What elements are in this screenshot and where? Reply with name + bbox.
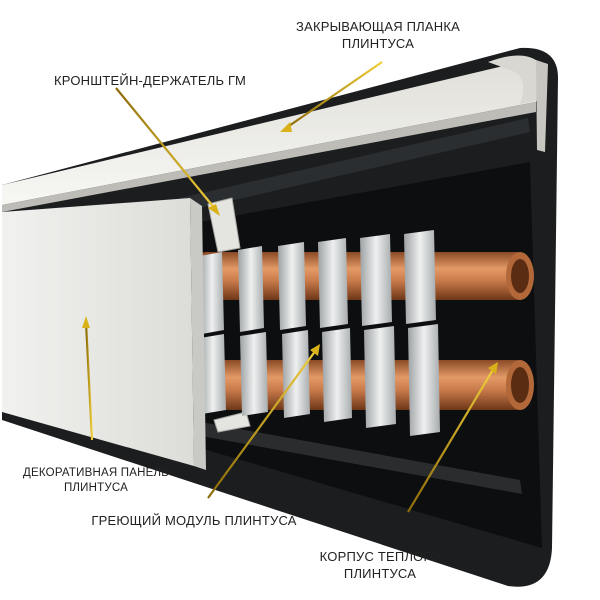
arrow-housing — [407, 367, 495, 513]
label-decor-panel-line2: ПЛИНТУСА — [63, 482, 129, 494]
label-housing-line1: КОРПУС ТЕПЛОГО — [319, 549, 441, 564]
fin-2-upper — [238, 246, 264, 332]
fin-6-lower — [408, 324, 440, 436]
label-decor-panel-line1: ДЕКОРАТИВНАЯ ПАНЕЛЬ — [23, 467, 169, 479]
label-housing: КОРПУС ТЕПЛОГО ПЛИНТУСА — [300, 548, 460, 582]
arrow-bracket-head — [208, 204, 220, 216]
fin-1-lower — [200, 334, 226, 414]
label-decor-panel: ДЕКОРАТИВНАЯ ПАНЕЛЬ ПЛИНТУСА — [6, 466, 186, 496]
label-bracket-line1: КРОНШТЕЙН-ДЕРЖАТЕЛЬ ГМ — [54, 73, 246, 88]
cover-strip — [2, 61, 540, 206]
fin-4-lower — [322, 328, 352, 422]
copper-pipe-lower — [196, 360, 526, 410]
fin-4-upper — [318, 238, 348, 328]
cover-strip-end-cap — [536, 60, 548, 152]
fin-5-lower — [364, 326, 396, 428]
label-cover-strip: ЗАКРЫВАЮЩАЯ ПЛАНКА ПЛИНТУСА — [278, 18, 478, 52]
cover-strip-edge — [2, 102, 536, 212]
arrow-decor-panel-head — [82, 316, 90, 328]
bracket-holder-lower — [213, 411, 251, 433]
label-cover-strip-line2: ПЛИНТУСА — [341, 36, 415, 51]
copper-pipe-upper-opening — [511, 259, 529, 293]
fin-5-upper — [360, 234, 392, 326]
fin-6-upper — [404, 230, 436, 324]
housing-lower-lip — [190, 420, 522, 494]
arrow-decor-panel — [84, 321, 94, 441]
heating-module — [196, 230, 534, 436]
fin-3-upper — [278, 242, 306, 330]
label-bracket: КРОНШТЕЙН-ДЕРЖАТЕЛЬ ГМ — [30, 72, 270, 89]
label-housing-line2: ПЛИНТУСА — [343, 566, 417, 581]
copper-pipe-lower-opening — [511, 367, 529, 403]
decorative-panel-side — [190, 198, 206, 470]
arrow-housing-head — [488, 362, 498, 374]
label-heating-module: ГРЕЮЩИЙ МОДУЛЬ ПЛИНТУСА — [64, 512, 324, 529]
arrow-cover-strip-head — [280, 122, 292, 132]
fin-1-upper — [200, 252, 224, 334]
fin-2-lower — [240, 332, 268, 416]
cover-strip-end — [488, 55, 544, 104]
decorative-panel — [2, 198, 194, 466]
arrow-bracket — [115, 87, 217, 211]
pointer-arrows — [82, 61, 498, 513]
housing-top-rail — [180, 118, 530, 212]
label-cover-strip-line1: ЗАКРЫВАЮЩАЯ ПЛАНКА — [296, 19, 460, 34]
arrow-cover-strip — [285, 61, 383, 129]
arrow-heating-module-head — [310, 344, 320, 356]
label-heating-module-line1: ГРЕЮЩИЙ МОДУЛЬ ПЛИНТУСА — [91, 513, 297, 528]
arrow-heating-module — [207, 349, 317, 499]
fin-3-lower — [282, 330, 310, 418]
